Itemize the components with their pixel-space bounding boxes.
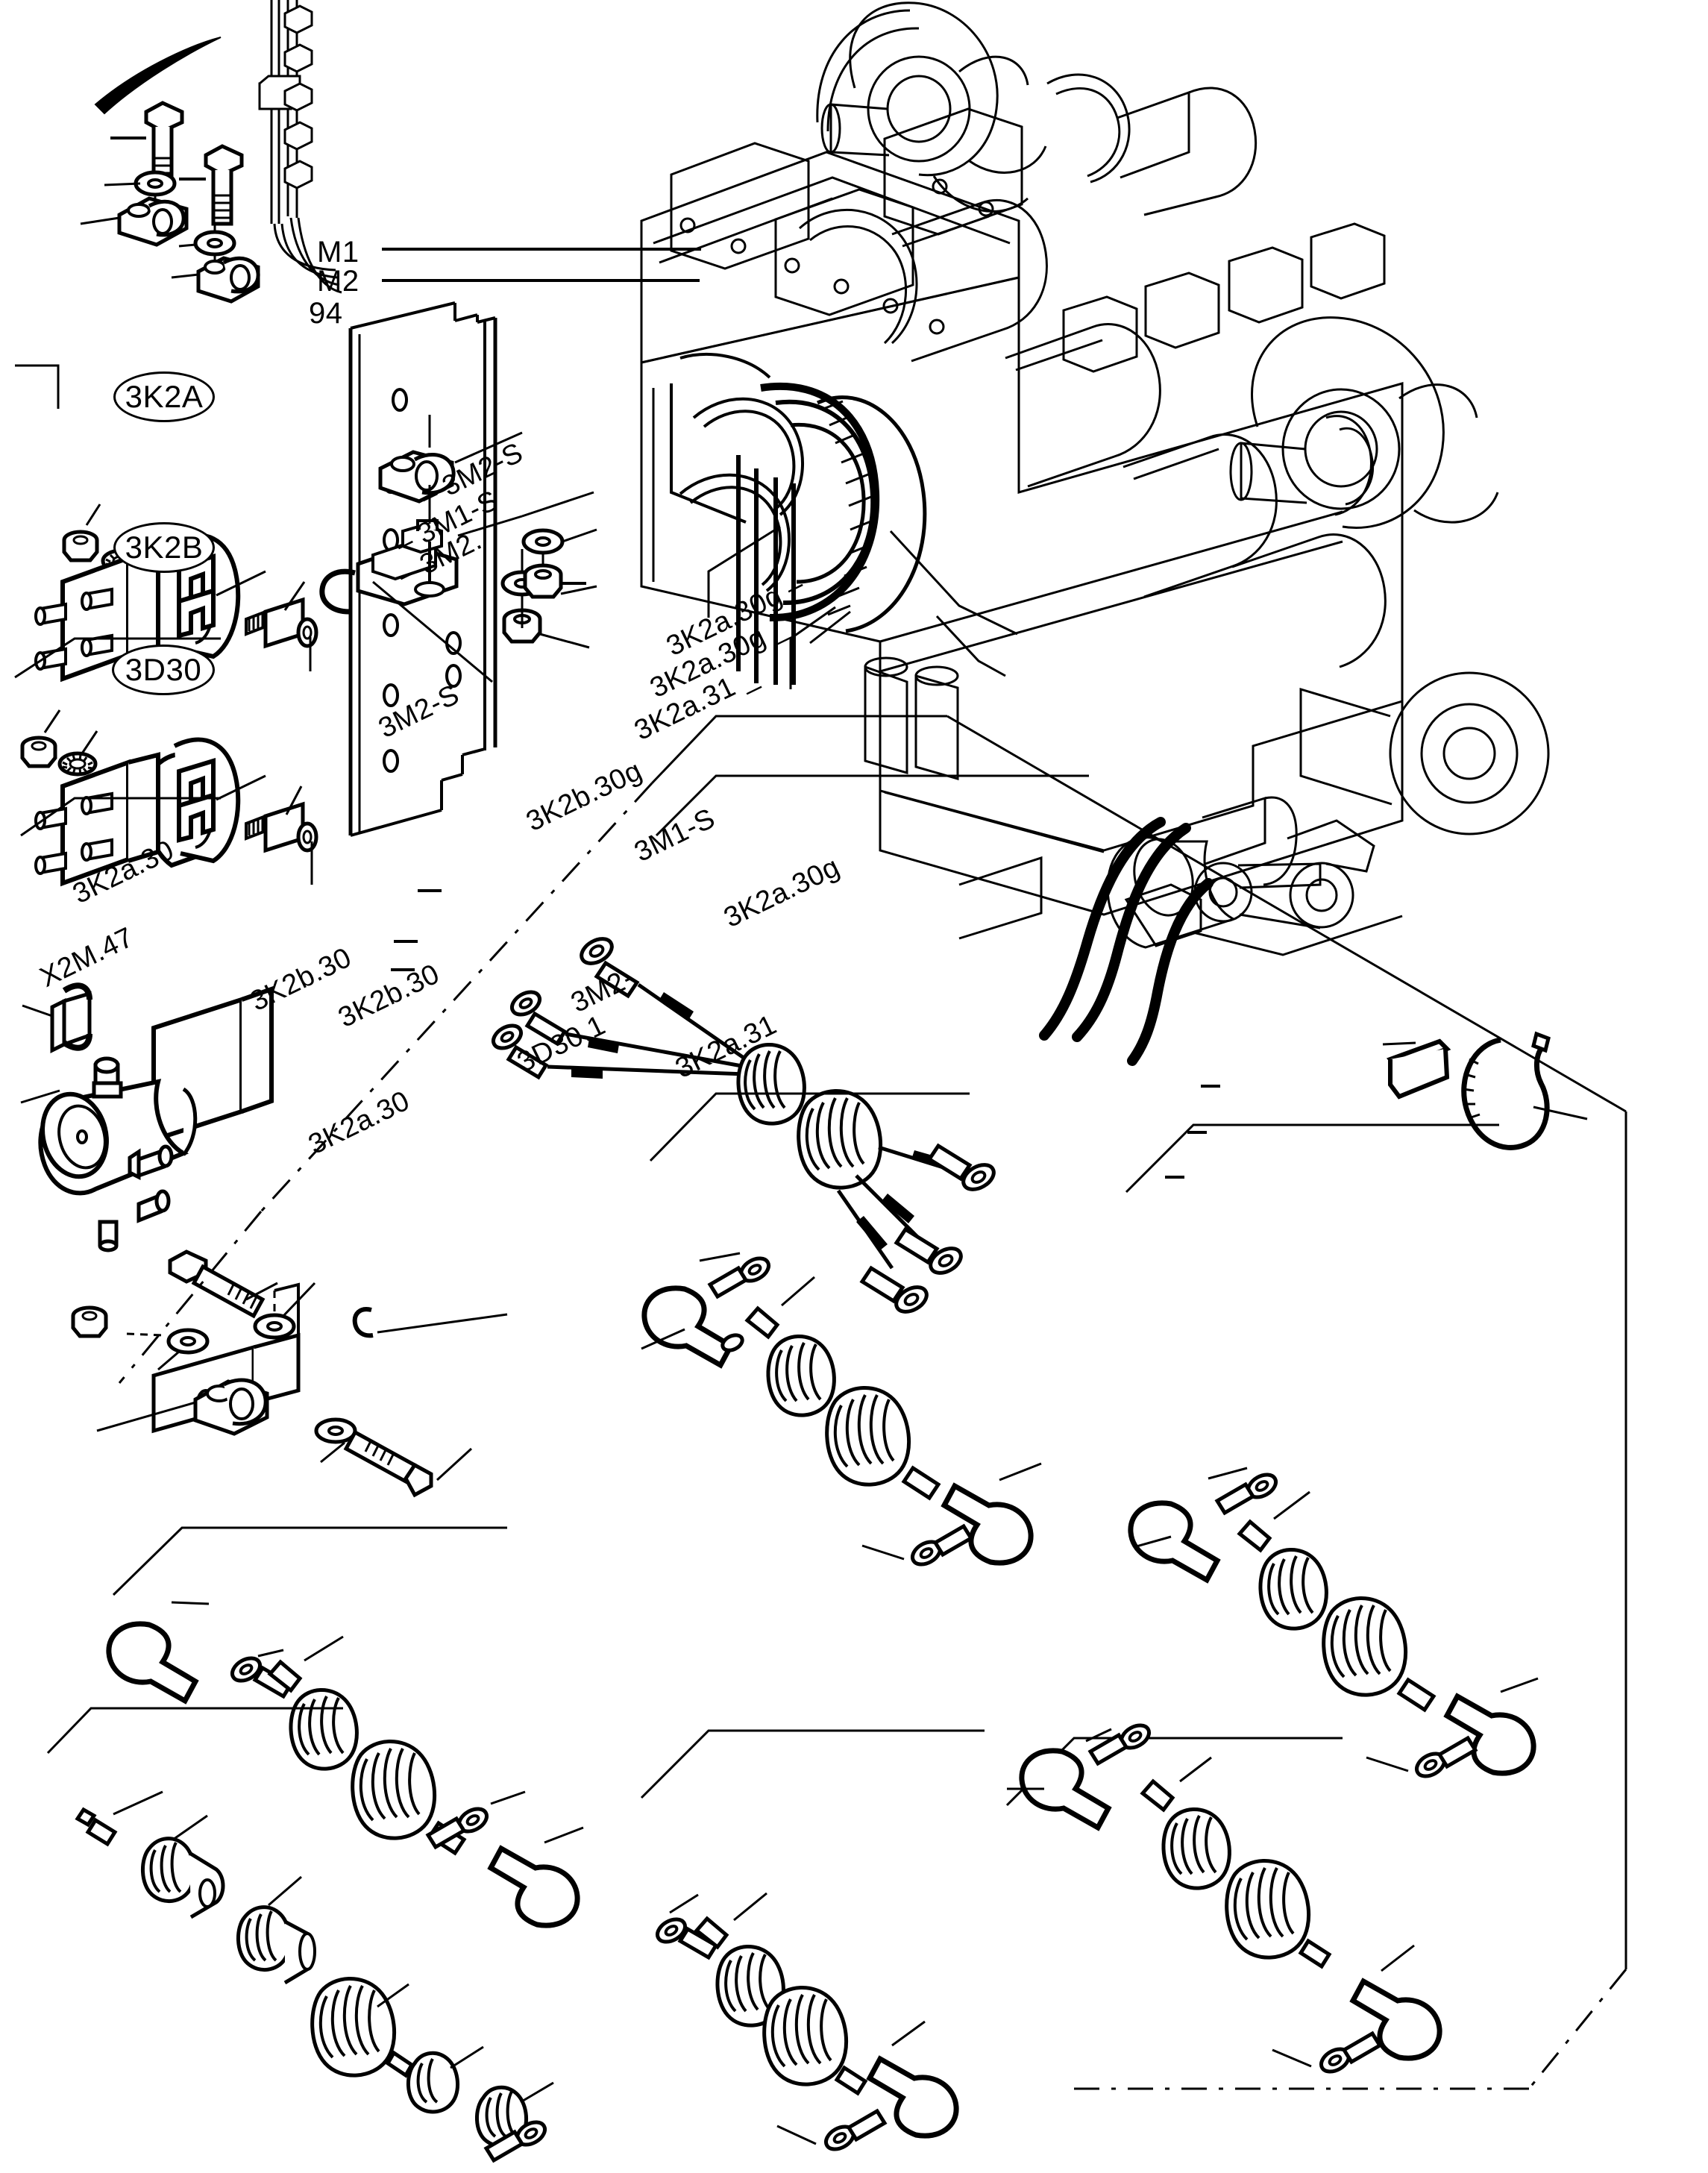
- detail-region-boundary: [118, 715, 1627, 2090]
- plate-mounted-switch: [319, 515, 523, 683]
- loose-sleeve-and-tie: [1382, 1031, 1588, 1150]
- detail-assembly-x2m47: [46, 1707, 554, 2163]
- cable-clamp-2: [196, 256, 260, 304]
- detail-assembly-3k2b30g: [641, 1092, 1042, 1567]
- harness-m1-m2: [670, 353, 927, 685]
- battery-cables: [1039, 817, 1214, 1066]
- callout-oval-3k2b-text: 3K2B: [125, 530, 204, 565]
- callout-oval-3k2b: 3K2B: [113, 522, 215, 573]
- engine-illustration: [640, 1, 1550, 956]
- nut-washer-94: [503, 549, 590, 649]
- label-m1: M1: [317, 236, 360, 269]
- cable-clamp-1: [117, 196, 189, 247]
- plate-fastener-right: [522, 491, 597, 599]
- callout-oval-3d30: 3D30: [112, 645, 215, 695]
- plate-top-clamp: [378, 415, 523, 524]
- upper-bolt-assembly: [80, 101, 260, 304]
- m1-m2-leaders: [382, 248, 701, 282]
- lower-cable-clamp: [96, 1378, 269, 1436]
- lower-bolt-assembly: [71, 1249, 508, 1498]
- wire-loom-bundle: [258, 0, 342, 294]
- solenoid-3d30: [20, 982, 274, 1252]
- callout-oval-3d30-text: 3D30: [125, 652, 202, 687]
- callout-oval-3k2a-text: 3K2A: [125, 379, 204, 414]
- relay-3k2b: [20, 709, 318, 887]
- label-94: 94: [309, 297, 343, 330]
- detail-assembly-3k2a30-left: [106, 1526, 584, 1928]
- curved-arrow-pointer: [94, 37, 222, 115]
- detail-splice-assembly-1: [391, 774, 1220, 1314]
- detail-assembly-3d30-1: [640, 1729, 985, 2151]
- detail-assembly-3k2a31: [1005, 1723, 1442, 2074]
- detail-assembly-3k2a30g-right: [1125, 1123, 1539, 1778]
- callout-oval-3k2a: 3K2A: [113, 371, 215, 422]
- label-m2: M2: [317, 265, 360, 298]
